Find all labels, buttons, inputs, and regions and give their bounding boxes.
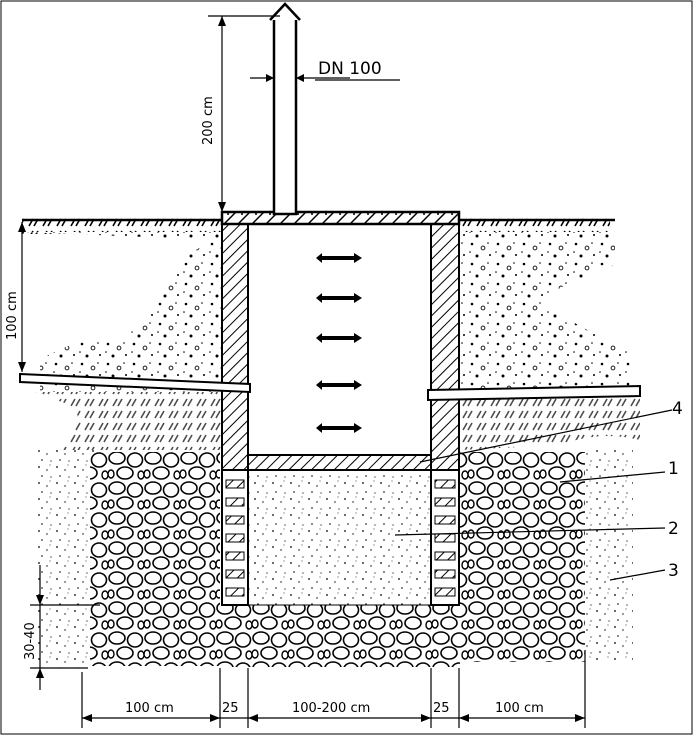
sand-right	[585, 450, 633, 660]
vent-height-dimension: 200 cm	[201, 15, 280, 212]
callout-2: 2	[394, 519, 679, 539]
soil-left-lower	[35, 392, 222, 450]
ground-depth-dimension: 100 cm	[5, 222, 26, 372]
perforated-wall-left	[221, 469, 249, 606]
pipe-diameter-dimension: DN 100	[250, 59, 400, 82]
shaft-wall-right	[430, 221, 460, 471]
callout-4: 4	[419, 399, 683, 463]
width-left-label: 100 cm	[125, 701, 174, 716]
inlet-pipe-right	[427, 384, 641, 402]
shaft-wall-left	[221, 221, 249, 471]
soil-left-upper	[22, 232, 222, 392]
callout-3: 3	[609, 561, 679, 581]
soil-right-upper	[460, 232, 630, 392]
width-shaft-label: 100-200 cm	[292, 701, 370, 716]
svg-text:3: 3	[668, 561, 679, 581]
inlet-pipe-left	[19, 372, 251, 394]
svg-text:2: 2	[668, 519, 679, 539]
soil-right-lower	[460, 392, 640, 450]
gravel-depth-dimension: 30-40	[23, 565, 100, 690]
stones-left	[90, 452, 220, 666]
filter-cover-plate	[247, 454, 432, 471]
filter-fill	[247, 469, 432, 606]
vent-height-label: 200 cm	[201, 96, 216, 145]
width-wall-left-label: 25	[222, 701, 239, 716]
vent-pipe	[269, 2, 301, 216]
width-right-label: 100 cm	[495, 701, 544, 716]
perforated-wall-right	[430, 469, 460, 606]
width-wall-right-label: 25	[433, 701, 450, 716]
shaft-cover	[220, 210, 461, 226]
ladder-rungs	[316, 253, 362, 433]
sand-left	[35, 450, 95, 668]
stones-right	[460, 452, 585, 662]
svg-text:1: 1	[668, 459, 679, 479]
ground-depth-label: 100 cm	[5, 291, 20, 340]
callout-1: 1	[559, 459, 679, 483]
gravel-depth-label: 30-40	[23, 622, 38, 660]
stones-bottom	[220, 605, 460, 667]
pipe-diameter-label: DN 100	[318, 59, 382, 79]
width-dimensions: 100 cm 25 100-200 cm 25 100 cm	[81, 650, 586, 728]
svg-text:4: 4	[672, 399, 683, 419]
